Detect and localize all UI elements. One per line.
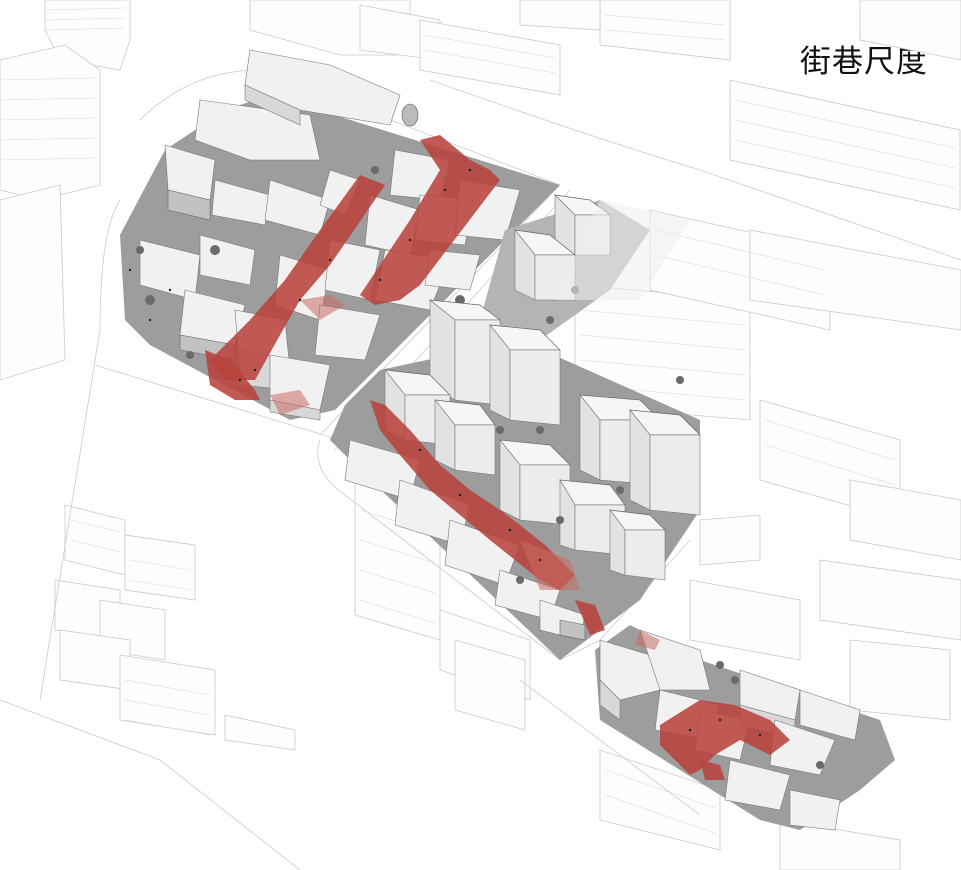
north-block <box>120 49 560 421</box>
central-block <box>330 194 701 660</box>
south-block <box>595 625 895 831</box>
pedestrians <box>128 168 762 737</box>
diagram-title: 街巷尺度 <box>800 44 928 80</box>
translucent-overlay <box>555 200 690 300</box>
